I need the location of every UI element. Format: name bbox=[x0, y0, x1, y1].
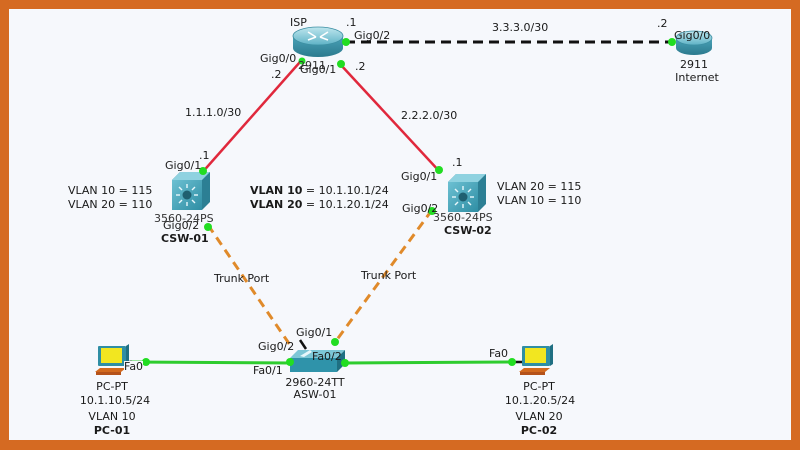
link-subnet-2-2-2-0: 2.2.2.0/30 bbox=[401, 109, 458, 122]
isp-gig00-host: .2 bbox=[271, 68, 282, 81]
isp-gig02-host: .1 bbox=[346, 16, 357, 29]
svi-vlan10-name: VLAN 10 bbox=[250, 184, 303, 197]
pc02-ip: 10.1.20.5/24 bbox=[504, 394, 576, 407]
link-csw01-asw01[interactable] bbox=[206, 224, 292, 346]
pc01-model: PC-PT bbox=[96, 380, 128, 393]
trunk-port-label-right: Trunk Port bbox=[361, 269, 417, 282]
port-up-indicator bbox=[331, 338, 339, 346]
pc02-vlan: VLAN 20 bbox=[515, 410, 563, 423]
csw01-vlan-priority-2: VLAN 20 = 110 bbox=[68, 198, 153, 211]
csw02-device-name: CSW-02 bbox=[444, 224, 492, 237]
csw01-gig02-port: Gig0/2 bbox=[163, 219, 200, 232]
pc-icon[interactable] bbox=[95, 344, 129, 375]
link-pc01-asw01[interactable] bbox=[129, 360, 291, 365]
link-csw02-asw01[interactable] bbox=[331, 209, 434, 346]
svi-vlan20-ip: = 10.1.20.1/24 bbox=[305, 198, 389, 211]
internet-device-name: Internet bbox=[675, 71, 719, 84]
internet-gig00-port: Gig0/0 bbox=[674, 29, 711, 42]
pc02-model: PC-PT bbox=[523, 380, 555, 393]
isp-model: 2911 bbox=[298, 59, 326, 72]
isp-device-name: ISP bbox=[290, 16, 307, 29]
link-subnet-3-3-3-0: 3.3.3.0/30 bbox=[492, 21, 549, 34]
link-subnet-1-1-1-0: 1.1.1.0/30 bbox=[185, 106, 242, 119]
multilayer-switch-icon[interactable] bbox=[448, 174, 486, 212]
pc02-device-name: PC-02 bbox=[520, 424, 558, 437]
csw02-model: 3560-24PS bbox=[433, 211, 493, 224]
isp-gig00-port: Gig0/0 bbox=[260, 52, 297, 65]
internet-model: 2911 bbox=[680, 58, 708, 71]
pc02-fa0-port: Fa0 bbox=[489, 347, 509, 360]
port-up-indicator bbox=[668, 38, 676, 46]
multilayer-switch-icon[interactable] bbox=[172, 172, 210, 210]
trunk-port-label-left: Trunk Port bbox=[214, 272, 270, 285]
asw01-fa02-port: Fa0/2 bbox=[312, 350, 342, 363]
switch-icon[interactable] bbox=[290, 350, 345, 372]
port-up-indicator bbox=[204, 223, 212, 231]
svi-vlan20-name: VLAN 20 bbox=[250, 198, 303, 211]
internet-gig00-host: .2 bbox=[657, 17, 668, 30]
router-icon[interactable] bbox=[292, 26, 344, 57]
pc01-device-name: PC-01 bbox=[93, 424, 131, 437]
isp-gig01-host: .2 bbox=[355, 60, 366, 73]
svi-vlan10: VLAN 10 = 10.1.10.1/24 bbox=[250, 185, 389, 197]
asw01-gig01-port: Gig0/1 bbox=[296, 326, 333, 339]
isp-gig01-port: Gig0/1 bbox=[300, 63, 337, 76]
port-status-dots bbox=[142, 38, 676, 367]
csw02-gig01-port: Gig0/1 bbox=[401, 170, 438, 183]
csw01-vlan-priority-1: VLAN 10 = 115 bbox=[68, 184, 153, 197]
port-up-indicator bbox=[199, 167, 207, 175]
link-asw01-gig02-stub bbox=[298, 339, 308, 350]
asw01-device-name: ASW-01 bbox=[293, 388, 337, 401]
link-isp-csw01[interactable] bbox=[199, 61, 301, 176]
pc01-fa0-port: Fa0 bbox=[124, 360, 144, 373]
port-up-indicator bbox=[337, 60, 345, 68]
port-up-indicator bbox=[286, 358, 294, 366]
csw02-vlan-priority-1: VLAN 20 = 115 bbox=[497, 180, 582, 193]
isp-gig02-port: Gig0/2 bbox=[354, 29, 391, 42]
asw01-model: 2960-24TT bbox=[285, 376, 345, 389]
port-up-indicator bbox=[341, 359, 349, 367]
csw02-gig02-port: Gig0/2 bbox=[402, 202, 439, 215]
pc01-vlan: VLAN 10 bbox=[88, 410, 136, 423]
svi-vlan10-ip: = 10.1.10.1/24 bbox=[305, 184, 389, 197]
svi-vlan20: VLAN 20 = 10.1.20.1/24 bbox=[250, 199, 389, 211]
port-up-indicator bbox=[435, 166, 443, 174]
router-icon[interactable] bbox=[675, 30, 713, 55]
port-up-indicator bbox=[428, 207, 436, 215]
port-up-indicator bbox=[342, 38, 350, 46]
port-up-indicator bbox=[298, 57, 306, 65]
csw02-gig01-host: .1 bbox=[452, 156, 463, 169]
pc-icon[interactable] bbox=[519, 344, 553, 375]
asw01-fa01-port: Fa0/1 bbox=[253, 364, 283, 377]
csw01-device-name: CSW-01 bbox=[161, 232, 209, 245]
csw01-model: 3560-24PS bbox=[154, 212, 214, 225]
pc01-ip: 10.1.10.5/24 bbox=[79, 394, 151, 407]
link-isp-csw02[interactable] bbox=[339, 63, 441, 173]
port-up-indicator bbox=[142, 358, 150, 366]
port-up-indicator bbox=[508, 358, 516, 366]
csw02-vlan-priority-2: VLAN 10 = 110 bbox=[497, 194, 582, 207]
link-pc02-asw01[interactable] bbox=[344, 360, 511, 365]
csw01-gig01-host: .1 bbox=[199, 149, 210, 162]
csw01-gig01-port: Gig0/1 bbox=[165, 159, 202, 172]
asw01-gig02-port: Gig0/2 bbox=[258, 340, 295, 353]
